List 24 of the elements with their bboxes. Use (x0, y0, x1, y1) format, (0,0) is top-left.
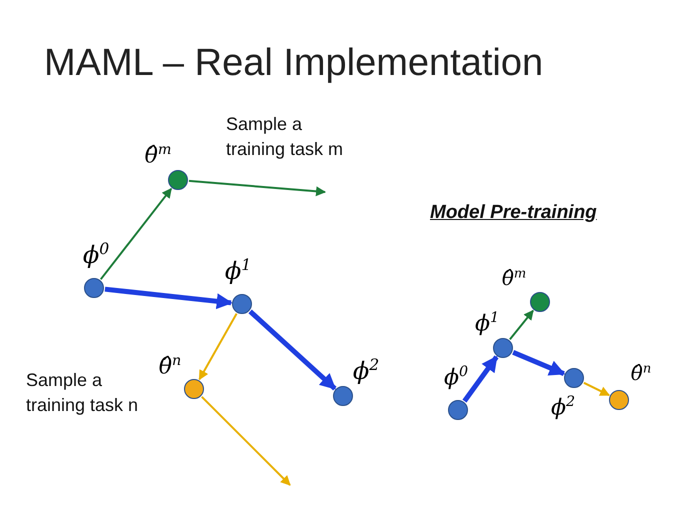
arrow (104, 286, 233, 310)
parameter-label: θ̂$^{n}$ (158, 353, 182, 382)
annotation-text: Sample a training task n (26, 369, 140, 418)
parameter-label: θ̂$^{m}$ (500, 266, 528, 292)
parameter-label: ϕ$^{0}$ (82, 240, 110, 271)
arrow (248, 310, 337, 390)
parameter-label: ϕ$^{2}$ (352, 356, 380, 387)
parameter-label: ϕ$^{1}$ (224, 256, 252, 287)
arrow (583, 382, 610, 396)
arrow (100, 188, 172, 280)
parameter-label: θ̂$^{n}$ (630, 361, 652, 387)
section-heading: Model Pre-training (430, 202, 597, 224)
annotation-text: Sample a training task m (226, 113, 344, 162)
parameter-label: ϕ$^{0}$ (442, 364, 470, 392)
arrow (201, 396, 291, 486)
arrow (509, 310, 534, 340)
slide-title: MAML – Real Implementation (44, 42, 544, 85)
arrow (462, 355, 499, 403)
arrow (198, 313, 238, 380)
parameter-label: ϕ$^{2}$ (550, 394, 576, 422)
arrow (512, 350, 566, 376)
parameter-label: ϕ$^{1}$ (474, 310, 500, 338)
arrow (188, 180, 326, 196)
parameter-label: θ̂$^{m}$ (144, 142, 172, 170)
